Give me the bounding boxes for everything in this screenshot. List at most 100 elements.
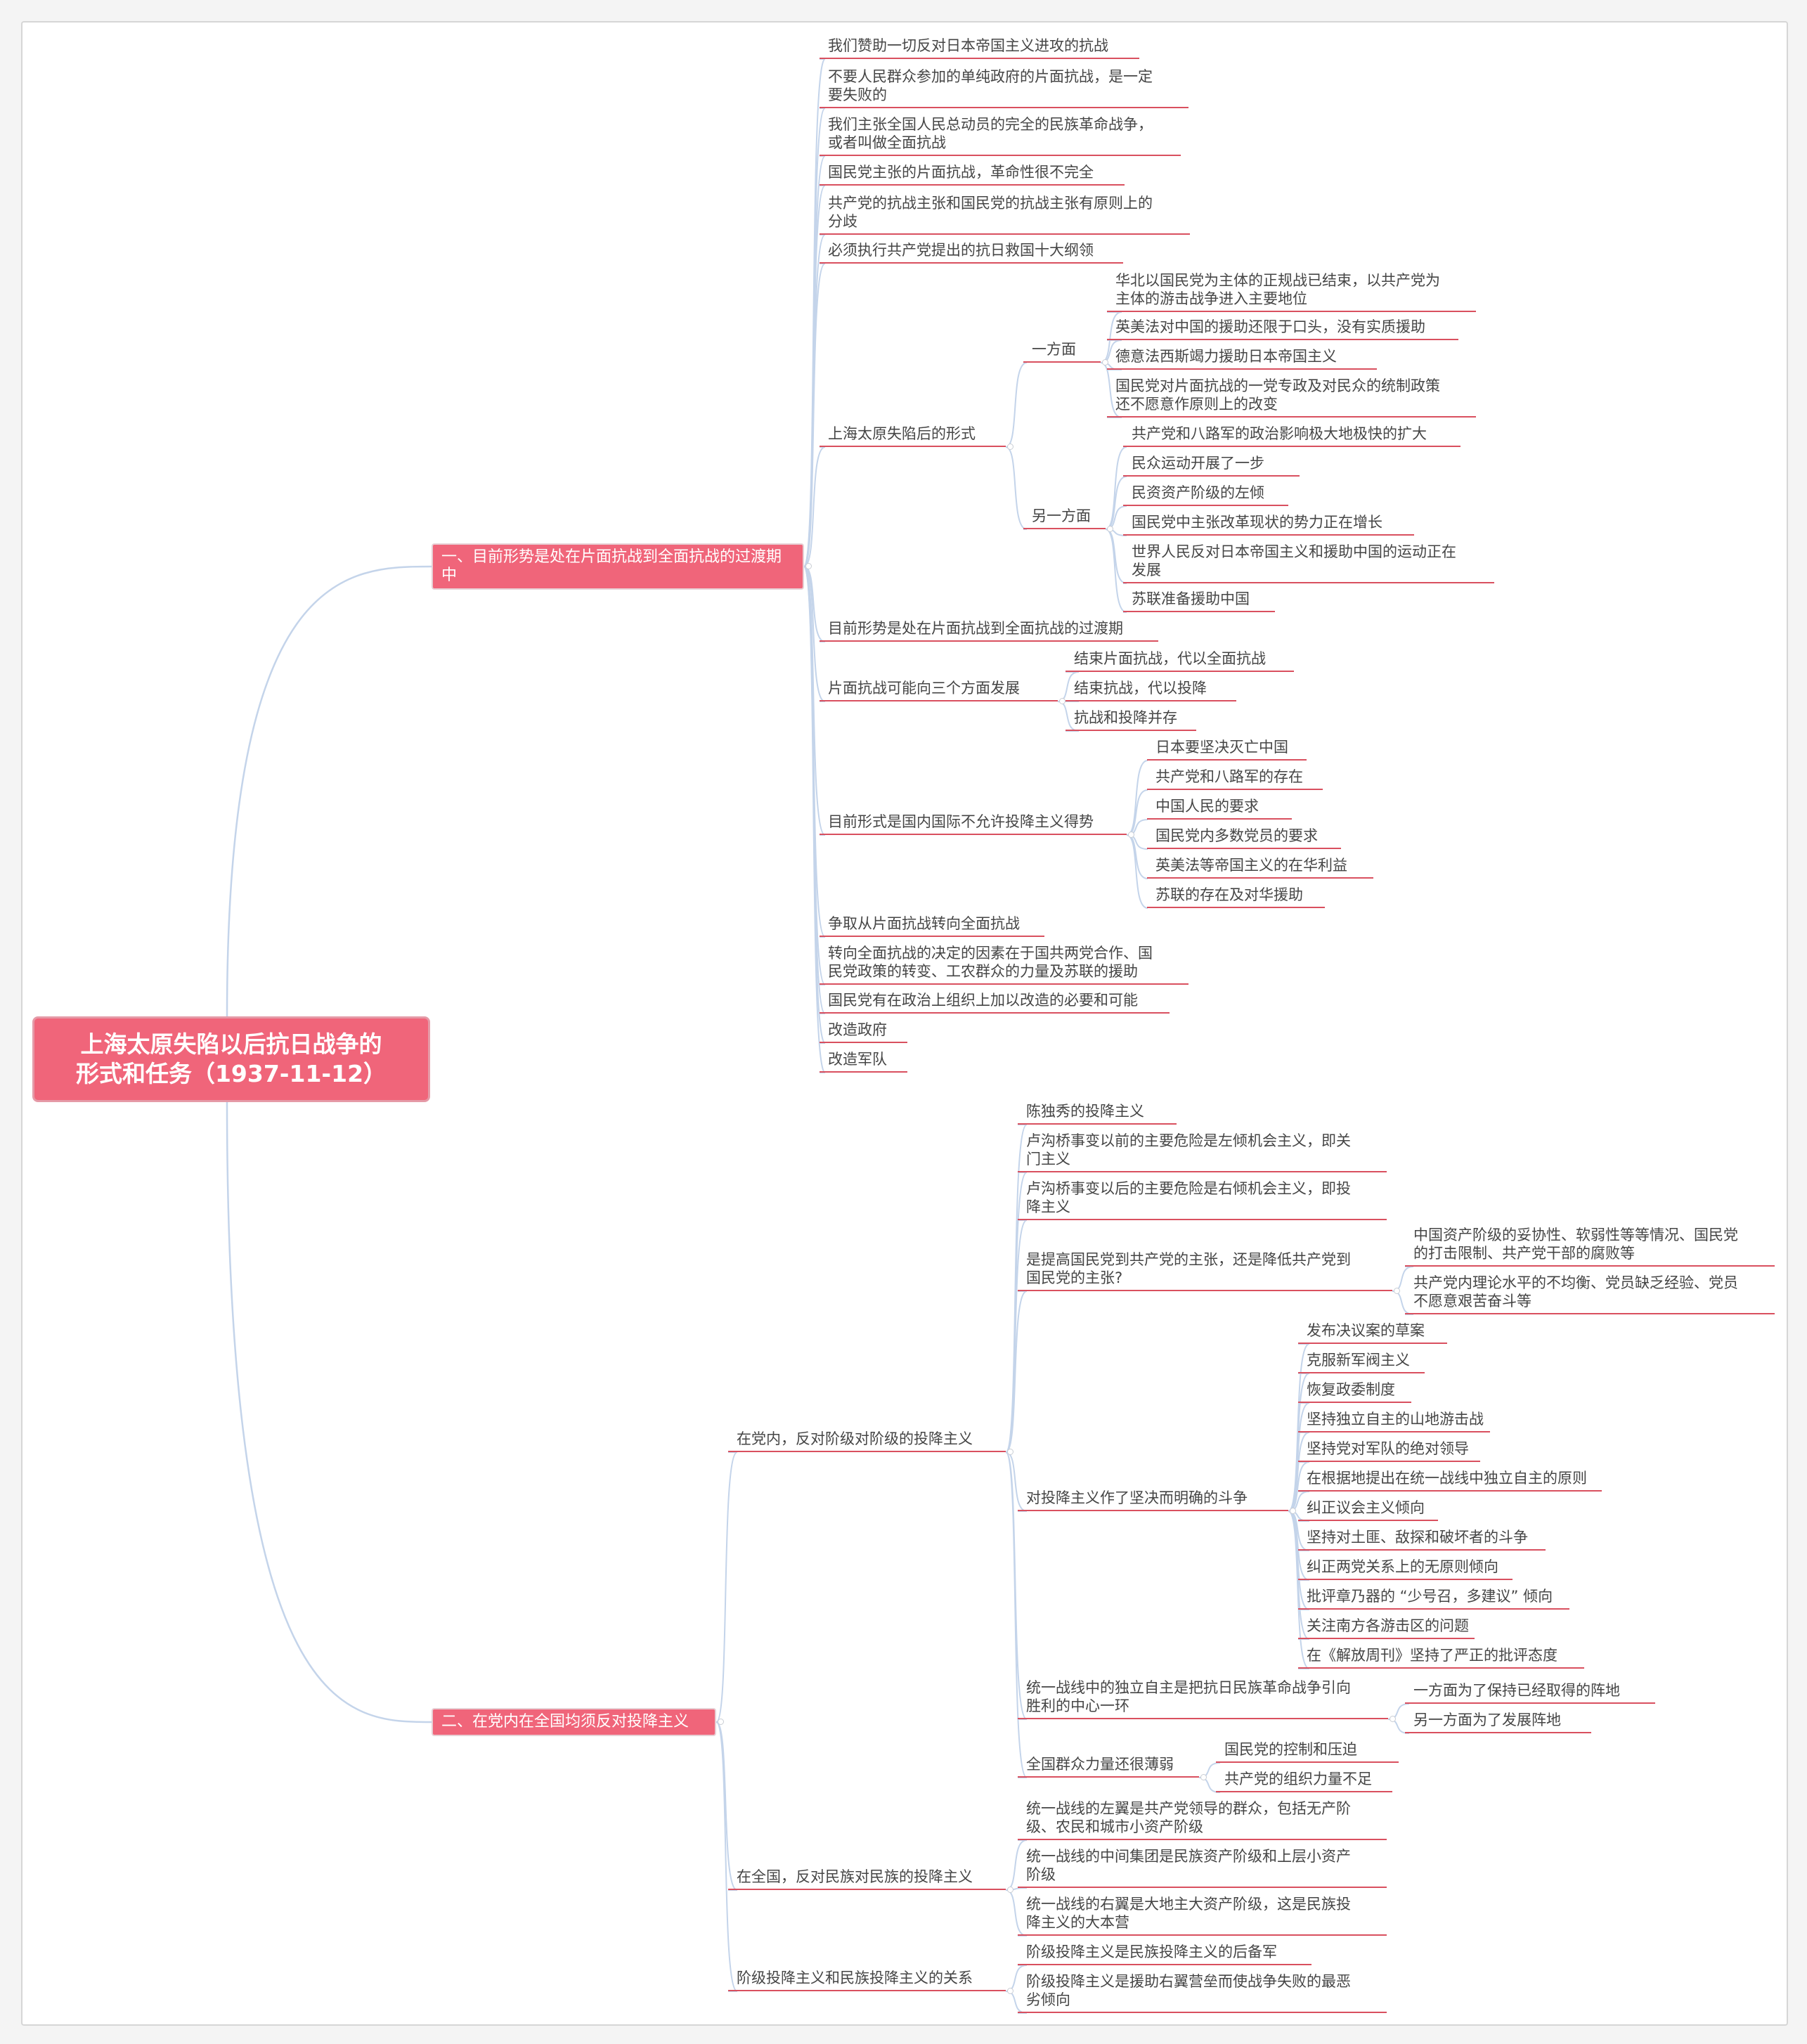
subtopic-0-6-0-2[interactable]: 德意法西斯竭力援助日本帝国主义 <box>1107 344 1377 370</box>
subtopic-1-0-4[interactable]: 对投降主义作了坚决而明确的斗争 <box>1018 1486 1288 1511</box>
collapse-toggle-icon[interactable] <box>1007 1887 1013 1893</box>
subtopic-1-0-1[interactable]: 卢沟桥事变以前的主要危险是左倾机会主义，即关 门主义 <box>1018 1129 1387 1172</box>
collapse-toggle-icon[interactable] <box>805 563 812 569</box>
subtopic-1-2[interactable]: 阶级投降主义和民族投降主义的关系 <box>728 1966 1006 1991</box>
subtopic-0-9-4[interactable]: 英美法等帝国主义的在华利益 <box>1147 853 1373 879</box>
collapse-toggle-icon[interactable] <box>1007 1988 1013 1994</box>
subtopic-1-1-2[interactable]: 统一战线的右翼是大地主大资产阶级，这是民族投 降主义的大本营 <box>1018 1892 1387 1936</box>
collapse-toggle-icon[interactable] <box>1390 1716 1396 1722</box>
subtopic-1-0-4-2[interactable]: 恢复政委制度 <box>1298 1378 1411 1403</box>
subtopic-1-0-6-1[interactable]: 共产党的组织力量不足 <box>1216 1767 1392 1792</box>
subtopic-0-1[interactable]: 不要人民群众参加的单纯政府的片面抗战，是一定 要失败的 <box>820 65 1189 108</box>
collapse-toggle-icon[interactable] <box>1128 832 1134 838</box>
subtopic-0-6-1-5[interactable]: 苏联准备援助中国 <box>1123 587 1275 612</box>
subtopic-1-0-3-1[interactable]: 共产党内理论水平的不均衡、党员缺乏经验、党员 不愿意艰苦奋斗等 <box>1405 1271 1775 1314</box>
subtopic-0-8-1[interactable]: 结束抗战，代以投降 <box>1066 676 1236 701</box>
subtopic-1-2-0[interactable]: 阶级投降主义是民族投降主义的后备军 <box>1018 1940 1311 1965</box>
subtopic-1-0-6-0[interactable]: 国民党的控制和压迫 <box>1216 1738 1399 1763</box>
collapse-toggle-icon[interactable] <box>1007 1449 1013 1455</box>
subtopic-1-0-0[interactable]: 陈独秀的投降主义 <box>1018 1099 1177 1125</box>
collapse-toggle-icon[interactable] <box>1200 1774 1207 1780</box>
subtopic-1-0-5[interactable]: 统一战线中的独立自主是把抗日民族革命战争引向 胜利的中心一环 <box>1018 1676 1388 1719</box>
subtopic-0-6-0-0[interactable]: 华北以国民党为主体的正规战已结束，以共产党为 主体的游击战争进入主要地位 <box>1107 269 1476 312</box>
subtopic-0-6-0-3[interactable]: 国民党对片面抗战的一党专政及对民众的统制政策 还不愿意作原则上的改变 <box>1107 374 1476 418</box>
subtopic-0-10[interactable]: 争取从片面抗战转向全面抗战 <box>820 912 1044 937</box>
subtopic-0-9-0[interactable]: 日本要坚决灭亡中国 <box>1147 735 1307 761</box>
topic-label: 结束片面抗战，代以全面抗战 <box>1074 650 1266 667</box>
connector-1-0-3 <box>1005 1291 1028 1453</box>
topic-label: 克服新军阀主义 <box>1307 1352 1410 1369</box>
subtopic-1-0-4-1[interactable]: 克服新军阀主义 <box>1298 1348 1425 1373</box>
collapse-toggle-icon[interactable] <box>1059 698 1066 704</box>
topic-label: 国民党内多数党员的要求 <box>1155 827 1318 844</box>
subtopic-0-6[interactable]: 上海太原失陷后的形式 <box>820 422 1006 447</box>
subtopic-0-11[interactable]: 转向全面抗战的决定的因素在于国共两党合作、国 民党政策的转变、工农群众的力量及苏… <box>820 941 1189 985</box>
subtopic-1-0-4-10[interactable]: 关注南方各游击区的问题 <box>1298 1614 1475 1639</box>
subtopic-1-0-3-0[interactable]: 中国资产阶级的妥协性、软弱性等等情况、国民党 的打击限制、共产党干部的腐败等 <box>1405 1223 1775 1267</box>
topic-label: 民众运动开展了一步 <box>1132 455 1264 472</box>
topic-label: 结束抗战，代以投降 <box>1074 680 1207 697</box>
subtopic-0-6-0[interactable]: 一方面 <box>1023 337 1101 363</box>
subtopic-1-0-4-0[interactable]: 发布决议案的草案 <box>1298 1319 1447 1344</box>
topic-label: 坚持独立自主的山地游击战 <box>1307 1411 1484 1428</box>
topic-label: 一、目前形势是处在片面抗战到全面抗战的过渡期 中 <box>441 548 782 584</box>
subtopic-1-0[interactable]: 在党内，反对阶级对阶级的投降主义 <box>728 1427 1006 1452</box>
subtopic-0-9-2[interactable]: 中国人民的要求 <box>1147 794 1292 820</box>
subtopic-0-8[interactable]: 片面抗战可能向三个方面发展 <box>820 676 1058 701</box>
collapse-toggle-icon[interactable] <box>718 1719 724 1725</box>
subtopic-1-0-5-1[interactable]: 另一方面为了发展阵地 <box>1405 1708 1591 1733</box>
subtopic-0-6-1-2[interactable]: 民资资产阶级的左倾 <box>1123 481 1288 506</box>
collapse-toggle-icon[interactable] <box>1102 359 1108 366</box>
subtopic-1-0-4-11[interactable]: 在《解放周刊》坚持了严正的批评态度 <box>1298 1643 1584 1669</box>
subtopic-0-8-0[interactable]: 结束片面抗战，代以全面抗战 <box>1066 647 1294 672</box>
subtopic-0-6-1-1[interactable]: 民众运动开展了一步 <box>1123 451 1300 477</box>
topic-label: 上海太原失陷以后抗日战争的 形式和任务（1937-11-12） <box>75 1030 387 1087</box>
subtopic-1-1[interactable]: 在全国，反对民族对民族的投降主义 <box>728 1865 1006 1890</box>
subtopic-1-0-4-8[interactable]: 纠正两党关系上的无原则倾向 <box>1298 1555 1513 1580</box>
topic-label: 阶级投降主义是民族投降主义的后备军 <box>1026 1943 1277 1960</box>
subtopic-1-2-1[interactable]: 阶级投降主义是援助右翼营垒而使战争失败的最恶 劣倾向 <box>1018 1969 1387 2013</box>
subtopic-0-4[interactable]: 共产党的抗战主张和国民党的抗战主张有原则上的 分歧 <box>820 191 1190 235</box>
main-topic-1[interactable]: 二、在党内在全国均须反对投降主义 <box>432 1708 716 1736</box>
subtopic-0-6-1-3[interactable]: 国民党中主张改革现状的势力正在增长 <box>1123 510 1414 536</box>
topic-label: 中国资产阶级的妥协性、软弱性等等情况、国民党 的打击限制、共产党干部的腐败等 <box>1413 1227 1738 1262</box>
subtopic-1-0-4-4[interactable]: 坚持党对军队的绝对领导 <box>1298 1437 1480 1462</box>
subtopic-0-13[interactable]: 改造政府 <box>820 1018 907 1043</box>
subtopic-0-9-5[interactable]: 苏联的存在及对华援助 <box>1147 883 1325 908</box>
subtopic-0-6-0-1[interactable]: 英美法对中国的援助还限于口头，没有实质援助 <box>1107 315 1458 340</box>
subtopic-1-0-4-5[interactable]: 在根据地提出在统一战线中独立自主的原则 <box>1298 1466 1602 1492</box>
subtopic-1-0-4-9[interactable]: 批评章乃器的 “少号召，多建议” 倾向 <box>1298 1584 1569 1610</box>
collapse-toggle-icon[interactable] <box>1107 526 1113 532</box>
collapse-toggle-icon[interactable] <box>1007 444 1013 450</box>
subtopic-1-0-4-3[interactable]: 坚持独立自主的山地游击战 <box>1298 1407 1490 1432</box>
subtopic-0-9[interactable]: 目前形式是国内国际不允许投降主义得势 <box>820 810 1127 835</box>
subtopic-0-9-1[interactable]: 共产党和八路军的存在 <box>1147 765 1323 790</box>
subtopic-0-2[interactable]: 我们主张全国人民总动员的完全的民族革命战争， 或者叫做全面抗战 <box>820 112 1181 156</box>
subtopic-1-0-3[interactable]: 是提高国民党到共产党的主张，还是降低共产党到 国民党的主张? <box>1018 1248 1392 1291</box>
subtopic-1-0-4-6[interactable]: 纠正议会主义倾向 <box>1298 1496 1438 1521</box>
topic-label: 国民党对片面抗战的一党专政及对民众的统制政策 还不愿意作原则上的改变 <box>1115 377 1440 413</box>
subtopic-1-0-6[interactable]: 全国群众力量还很薄弱 <box>1018 1752 1199 1778</box>
subtopic-1-0-5-0[interactable]: 一方面为了保持已经取得的阵地 <box>1405 1678 1655 1704</box>
subtopic-0-6-1-4[interactable]: 世界人民反对日本帝国主义和援助中国的运动正在 发展 <box>1123 540 1494 583</box>
subtopic-0-7[interactable]: 目前形势是处在片面抗战到全面抗战的过渡期 <box>820 616 1158 642</box>
connector-0 <box>226 565 432 1017</box>
subtopic-1-1-1[interactable]: 统一战线的中间集团是民族资产阶级和上层小资产 阶级 <box>1018 1844 1387 1888</box>
subtopic-0-0[interactable]: 我们赞助一切反对日本帝国主义进攻的抗战 <box>820 34 1139 59</box>
subtopic-0-6-1-0[interactable]: 共产党和八路军的政治影响极大地极快的扩大 <box>1123 422 1461 447</box>
subtopic-0-8-2[interactable]: 抗战和投降并存 <box>1066 706 1196 731</box>
root-topic[interactable]: 上海太原失陷以后抗日战争的 形式和任务（1937-11-12） <box>32 1016 430 1102</box>
subtopic-0-6-1[interactable]: 另一方面 <box>1023 504 1106 529</box>
collapse-toggle-icon[interactable] <box>1290 1508 1296 1514</box>
subtopic-1-1-0[interactable]: 统一战线的左翼是共产党领导的群众，包括无产阶 级、农民和城市小资产阶级 <box>1018 1797 1387 1840</box>
topic-label: 我们赞助一切反对日本帝国主义进攻的抗战 <box>828 37 1108 54</box>
subtopic-0-14[interactable]: 改造军队 <box>820 1047 907 1073</box>
subtopic-1-0-2[interactable]: 卢沟桥事变以后的主要危险是右倾机会主义，即投 降主义 <box>1018 1177 1387 1220</box>
subtopic-0-12[interactable]: 国民党有在政治上组织上加以改造的必要和可能 <box>820 988 1170 1014</box>
subtopic-1-0-4-7[interactable]: 坚持对土匪、敌探和破坏者的斗争 <box>1298 1525 1546 1551</box>
subtopic-0-3[interactable]: 国民党主张的片面抗战，革命性很不完全 <box>820 160 1125 186</box>
main-topic-0[interactable]: 一、目前形势是处在片面抗战到全面抗战的过渡期 中 <box>432 543 804 590</box>
subtopic-0-5[interactable]: 必须执行共产党提出的抗日救国十大纲领 <box>820 238 1123 264</box>
collapse-toggle-icon[interactable] <box>1394 1288 1400 1294</box>
subtopic-0-9-3[interactable]: 国民党内多数党员的要求 <box>1147 824 1341 849</box>
